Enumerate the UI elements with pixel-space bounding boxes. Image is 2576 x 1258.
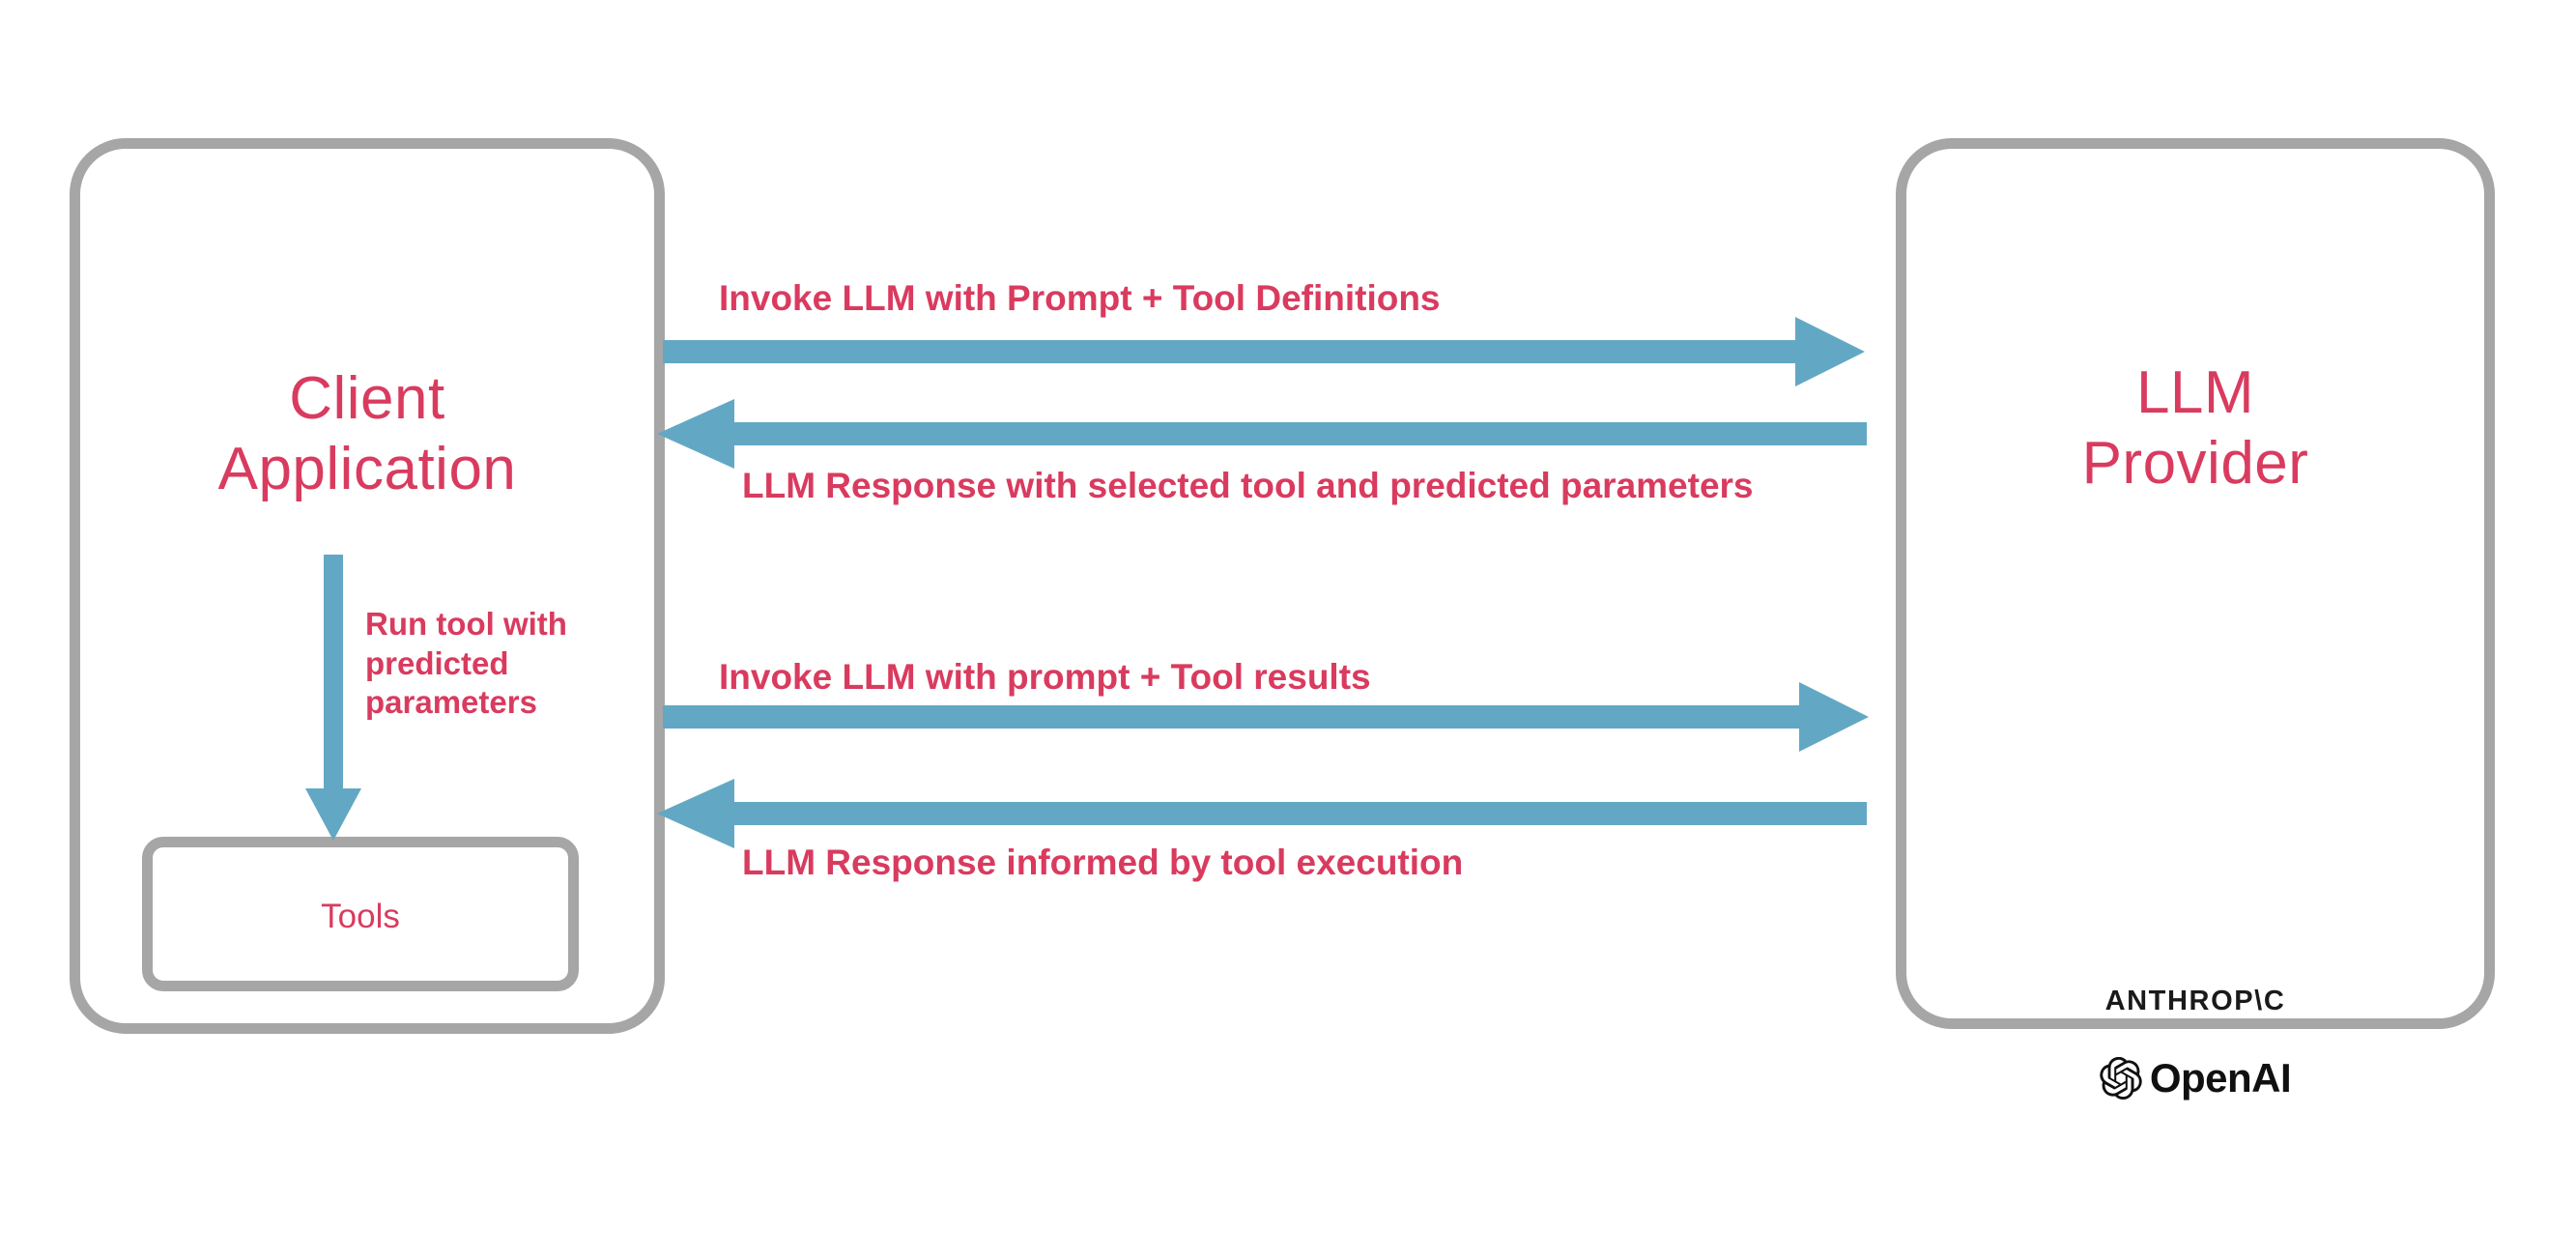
arrow-llm-response-with-selected-tool xyxy=(657,399,1867,469)
client-title-line-1: Client xyxy=(289,365,445,432)
run-tool-arrow xyxy=(305,555,361,841)
tools-label: Tools xyxy=(321,898,400,935)
arrow-label-3: Invoke LLM with prompt + Tool results xyxy=(719,657,1371,697)
openai-wordmark: OpenAI xyxy=(2149,1055,2292,1101)
llm-provider-box: LLM Provider ANTHROP\C OpenAI xyxy=(1896,138,2495,1101)
arrow-llm-response-informed-by-tool-execution xyxy=(657,779,1867,848)
arrow-label-4: LLM Response informed by tool execution xyxy=(742,843,1464,882)
openai-logo: OpenAI xyxy=(1906,1055,2484,1101)
llm-provider-title: LLM Provider xyxy=(1906,357,2484,499)
client-title-line-2: Application xyxy=(217,436,517,503)
arrow-invoke-llm-with-prompt-and-tool-results xyxy=(663,682,1869,752)
arrow-invoke-llm-with-prompt-and-tool-definitions xyxy=(663,317,1865,386)
openai-swirl-icon xyxy=(2100,1056,2142,1101)
arrow-label-2: LLM Response with selected tool and pred… xyxy=(742,466,1754,505)
tools-box: Tools xyxy=(142,837,579,991)
client-application-title: Client Application xyxy=(80,363,654,504)
arrow-label-1: Invoke LLM with Prompt + Tool Definition… xyxy=(719,278,1441,318)
provider-title-line-2: Provider xyxy=(2081,430,2309,498)
run-tool-arrow-label: Run tool with predicted parameters xyxy=(365,606,567,721)
provider-title-line-1: LLM xyxy=(2135,359,2255,426)
anthropic-logo: ANTHROP\C xyxy=(2104,986,2286,1016)
client-application-box: Client Application Tools xyxy=(70,138,665,1034)
